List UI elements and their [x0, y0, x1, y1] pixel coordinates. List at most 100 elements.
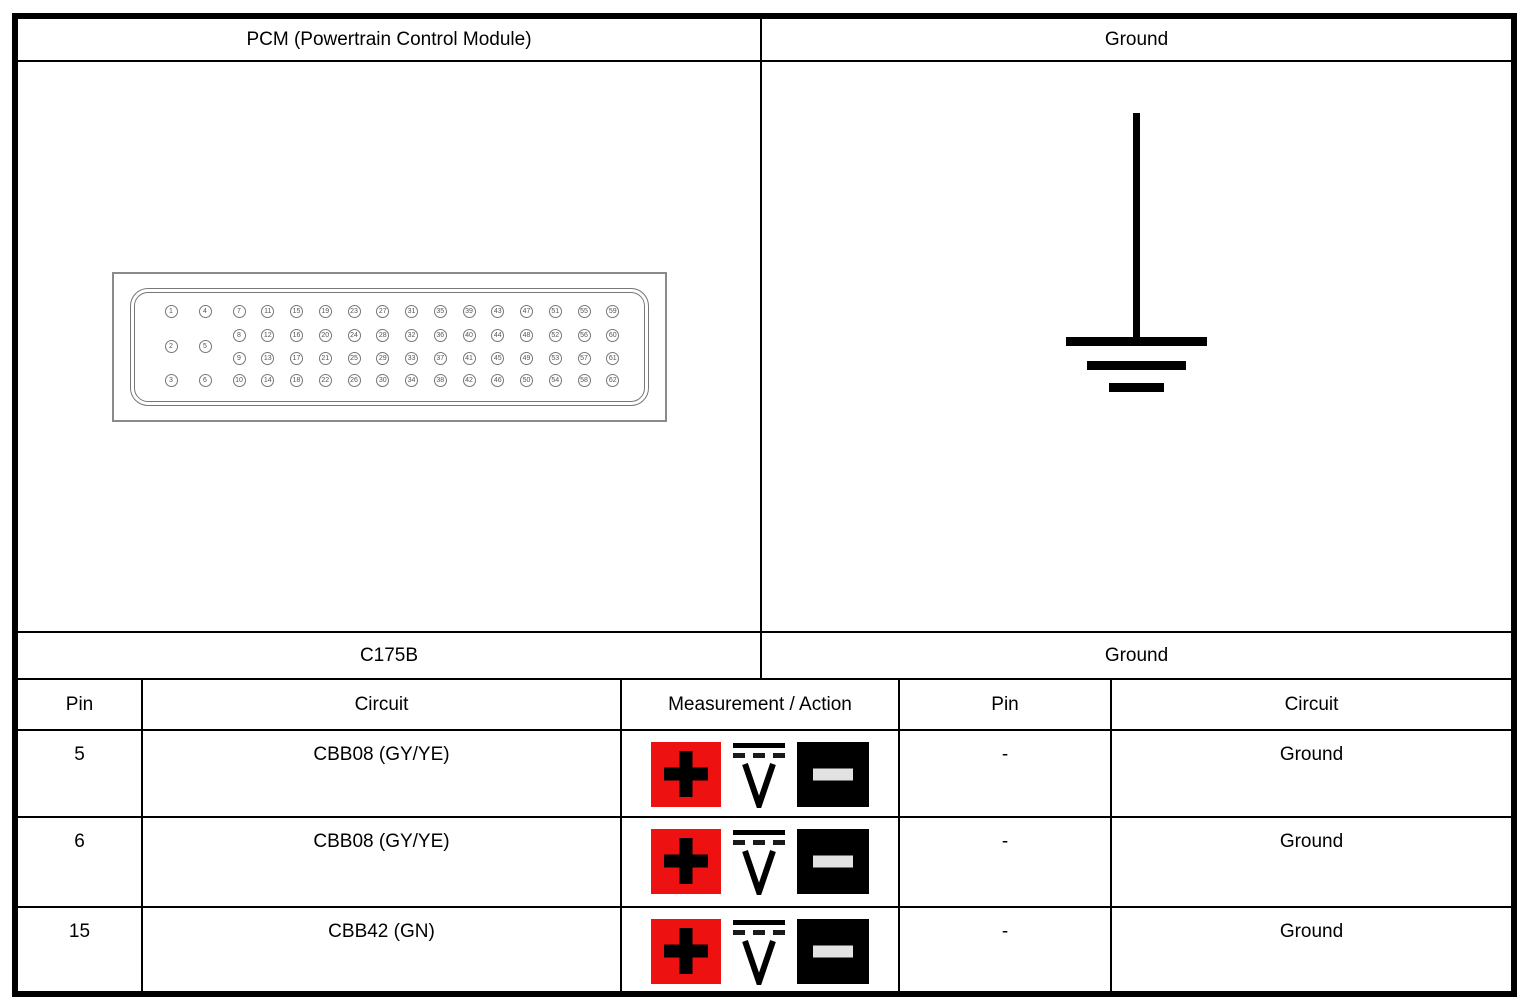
connector-pin: 48: [520, 328, 533, 342]
connector-pin: 47: [520, 304, 533, 318]
connector-pin: 54: [548, 373, 562, 387]
connector-pin: 61: [606, 351, 620, 365]
volts-v-glyph: [742, 763, 776, 808]
ground-pin-cell: -: [900, 818, 1112, 906]
connector-pin: 56: [577, 328, 591, 342]
connector-pin: 18: [290, 373, 303, 387]
connector-pin: 46: [491, 373, 505, 387]
ground-pin-cell: -: [900, 731, 1112, 816]
connector-pin: 45: [491, 351, 505, 365]
pin-cell: 6: [18, 818, 143, 906]
connector-pin: 44: [491, 328, 505, 342]
connector-pin: 2: [164, 340, 178, 353]
connector-pin: 11: [261, 304, 275, 318]
connector-pin: 57: [577, 351, 591, 365]
header-ground-pin: Pin: [900, 680, 1112, 729]
connector-pin: 27: [376, 304, 390, 318]
connector-pin: 58: [577, 373, 591, 387]
circuit-cell: CBB08 (GY/YE): [143, 818, 622, 906]
connector-pin: 17: [290, 351, 303, 365]
pinout-worksheet: PCM (Powertrain Control Module) Ground 1…: [12, 13, 1517, 997]
table-row: 5 CBB08 (GY/YE) - Ground: [18, 731, 1511, 818]
connector-pin: 29: [376, 351, 390, 365]
connector-pin: 31: [405, 304, 418, 318]
connector-pin: 49: [520, 351, 533, 365]
pin-value: 5: [74, 744, 85, 765]
negative-lead-icon: [797, 742, 869, 807]
measurement-icons: [622, 829, 898, 895]
measurement-cell: [622, 908, 900, 991]
connector-pin: 32: [405, 328, 418, 342]
ground-stem: [1133, 113, 1140, 345]
connector-pin: 33: [405, 351, 418, 365]
positive-lead-icon: [651, 919, 721, 984]
connector-pin: 26: [347, 373, 361, 387]
title-row: PCM (Powertrain Control Module) Ground: [18, 19, 1511, 62]
connector-pin: 37: [433, 351, 447, 365]
dc-solid-line: [733, 743, 785, 748]
ground-pin-value: -: [1001, 921, 1009, 942]
connector-pin: 9: [232, 351, 246, 365]
connector-pin: 12: [261, 328, 275, 342]
header-ground-circuit: Circuit: [1284, 693, 1339, 715]
ground-label-cell: Ground: [762, 633, 1511, 678]
dc-dashed-line: [733, 753, 785, 758]
connector-pin: 41: [462, 351, 476, 365]
ground-circuit-cell: Ground: [1112, 818, 1511, 906]
table-body: 5 CBB08 (GY/YE) - Ground 6 CBB08 (GY/YE): [18, 731, 1511, 991]
connector-pin: 7: [232, 304, 246, 318]
connector-pin: 52: [548, 328, 562, 342]
connector-pin: 20: [318, 328, 332, 342]
connector-pin: 13: [261, 351, 275, 365]
negative-lead-icon: [797, 919, 869, 984]
connector-pin: 36: [433, 328, 447, 342]
circuit-value: CBB42 (GN): [328, 921, 435, 942]
circuit-cell: CBB42 (GN): [143, 908, 622, 991]
header-pin: Pin: [18, 680, 143, 729]
connector-pin: 53: [548, 351, 562, 365]
connector-label-cell: C175B: [18, 633, 762, 678]
connector-pin: 59: [606, 304, 620, 318]
connector-pin: 39: [462, 304, 476, 318]
ground-bar-short: [1109, 383, 1164, 392]
positive-lead-icon: [651, 742, 721, 807]
connector-pin: 40: [462, 328, 476, 342]
connector-pin: 1: [164, 304, 178, 318]
ground-pin-cell: -: [900, 908, 1112, 991]
connector-pin: 25: [347, 351, 361, 365]
connector-pin: 35: [433, 304, 447, 318]
connector-pin: 16: [290, 328, 303, 342]
connector-pin: 21: [318, 351, 332, 365]
connector-pin: 3: [164, 373, 178, 387]
table-row: 15 CBB42 (GN) - Ground: [18, 908, 1511, 991]
pcm-title-cell: PCM (Powertrain Control Module): [18, 19, 762, 60]
ground-circuit-value: Ground: [1279, 744, 1344, 765]
connector-pin: 43: [491, 304, 505, 318]
header-circuit: Circuit: [143, 680, 622, 729]
connector-pin: 22: [318, 373, 332, 387]
pin-cell: 15: [18, 908, 143, 991]
connector-face-inner-line: [133, 291, 645, 402]
ground-circuit-value: Ground: [1279, 831, 1344, 852]
measurement-icons: [622, 919, 898, 985]
ground-circuit-value: Ground: [1279, 921, 1344, 942]
pin-cell: 5: [18, 731, 143, 816]
connector-pin: 55: [577, 304, 591, 318]
measurement-icons: [622, 742, 898, 808]
pcm-title: PCM (Powertrain Control Module): [246, 28, 532, 50]
ground-label: Ground: [1104, 644, 1169, 666]
connector-label: C175B: [359, 644, 419, 666]
ground-bar-medium: [1087, 361, 1186, 370]
connector-pin: 8: [232, 328, 246, 342]
ground-symbol-cell: [762, 62, 1511, 631]
connector-pin: 10: [232, 373, 246, 387]
connector-pin: 28: [376, 328, 390, 342]
dc-dashed-line: [733, 840, 785, 845]
ground-title-cell: Ground: [762, 19, 1511, 60]
measurement-cell: [622, 731, 900, 816]
connector-pin: 60: [606, 328, 620, 342]
connector-pin: 62: [606, 373, 620, 387]
